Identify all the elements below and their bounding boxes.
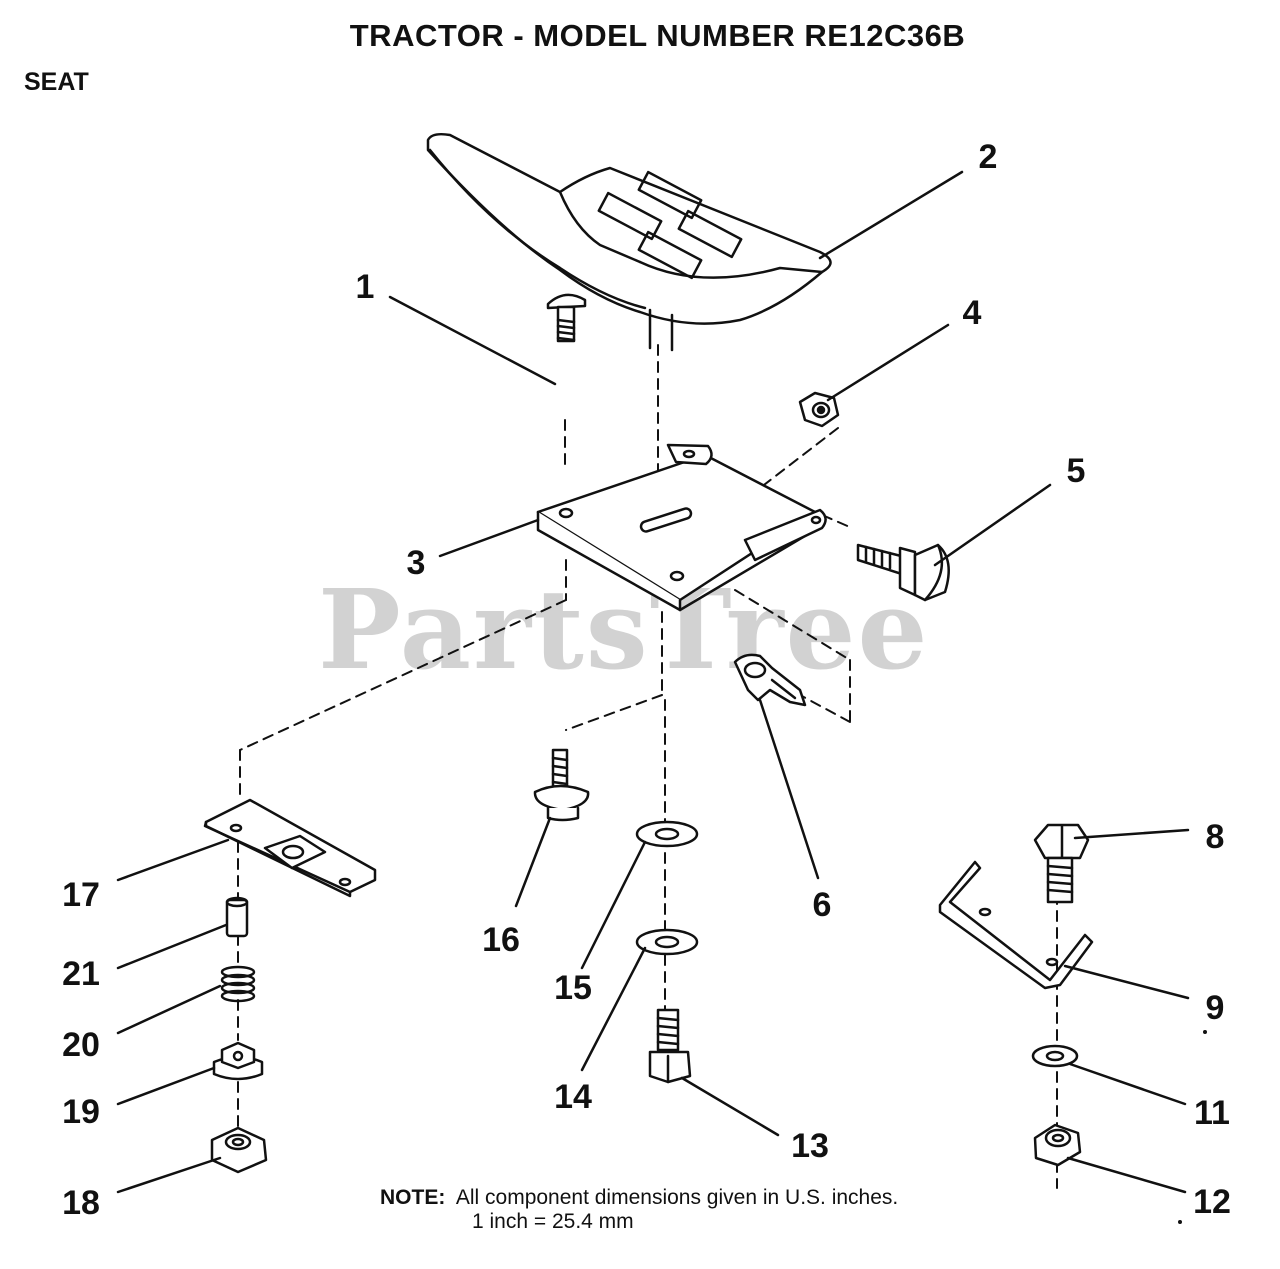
washer-icon bbox=[635, 820, 699, 848]
wire-clip-icon bbox=[733, 653, 807, 707]
hex-bolt-icon bbox=[648, 1008, 692, 1084]
callout-20: 20 bbox=[62, 1026, 100, 1064]
note-line-1: All component dimensions given in U.S. i… bbox=[455, 1186, 899, 1209]
lock-nut-icon bbox=[1033, 1123, 1082, 1167]
shoulder-bolt-icon bbox=[856, 543, 950, 602]
hex-bolt-icon bbox=[1033, 823, 1090, 904]
callout-19: 19 bbox=[62, 1093, 100, 1131]
callout-17: 17 bbox=[62, 876, 100, 914]
callout-1: 1 bbox=[356, 268, 375, 306]
callout-3: 3 bbox=[407, 544, 426, 582]
page-title: TRACTOR - MODEL NUMBER RE12C36B bbox=[349, 18, 966, 53]
callout-21: 21 bbox=[62, 955, 100, 993]
slide-plate-icon bbox=[203, 798, 377, 898]
hex-nut-icon bbox=[798, 391, 840, 428]
seat-icon bbox=[426, 132, 832, 352]
callout-13: 13 bbox=[791, 1127, 829, 1165]
callout-2: 2 bbox=[979, 138, 998, 176]
dimensions-note: NOTE: All component dimensions given in … bbox=[380, 1186, 898, 1234]
callout-5: 5 bbox=[1067, 452, 1086, 490]
callout-14: 14 bbox=[554, 1078, 592, 1116]
assembly-lines bbox=[237, 344, 1058, 1189]
dot-mark bbox=[1203, 1030, 1207, 1034]
callout-4: 4 bbox=[963, 294, 982, 332]
callout-labels: 1 2 3 4 5 6 8 9 11 12 13 14 15 16 17 18 … bbox=[62, 138, 1231, 1222]
callout-9: 9 bbox=[1206, 989, 1225, 1027]
pin-icon bbox=[225, 896, 249, 938]
callout-6: 6 bbox=[813, 886, 832, 924]
note-line-2: 1 inch = 25.4 mm bbox=[472, 1210, 634, 1233]
callout-18: 18 bbox=[62, 1184, 100, 1222]
callout-8: 8 bbox=[1206, 818, 1225, 856]
flange-nut-icon bbox=[212, 1041, 264, 1081]
spring-icon bbox=[220, 965, 256, 1003]
section-label: SEAT bbox=[24, 68, 89, 96]
seat-pan-icon bbox=[536, 443, 827, 612]
dot-mark bbox=[1178, 1220, 1182, 1224]
callout-16: 16 bbox=[482, 921, 520, 959]
flange-nut-icon bbox=[210, 1126, 268, 1174]
note-label: NOTE: bbox=[380, 1186, 446, 1209]
callout-12: 12 bbox=[1193, 1183, 1231, 1221]
callout-11: 11 bbox=[1194, 1094, 1230, 1132]
watermark: PartsTree bbox=[318, 565, 930, 694]
carriage-bolt-icon bbox=[546, 293, 587, 343]
washer-icon bbox=[635, 928, 699, 956]
bracket-icon bbox=[938, 860, 1094, 990]
washer-icon bbox=[1031, 1044, 1079, 1068]
flange-bolt-icon bbox=[533, 748, 590, 822]
leader-lines bbox=[116, 170, 1190, 1194]
callout-15: 15 bbox=[554, 969, 592, 1007]
